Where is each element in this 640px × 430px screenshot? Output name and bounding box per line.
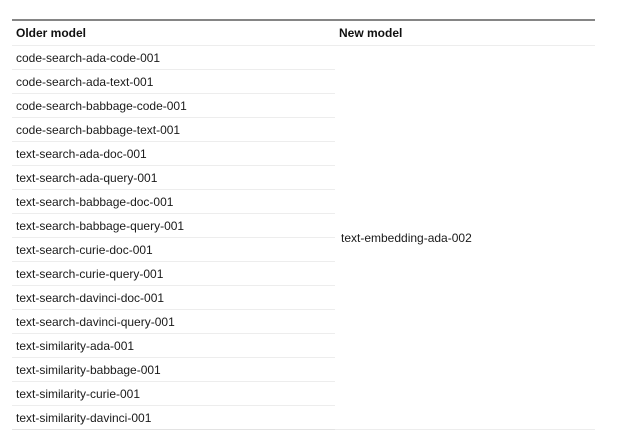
older-model-name: text-search-curie-doc-001 [12, 237, 335, 262]
table-row: code-search-babbage-text-001 [12, 117, 595, 142]
older-model-name: text-search-babbage-doc-001 [12, 189, 335, 214]
column-header-new-model: New model [335, 20, 595, 46]
older-model-name: text-similarity-davinci-001 [12, 405, 335, 430]
older-model-name: code-search-ada-code-001 [12, 45, 335, 70]
older-model-name: text-search-ada-query-001 [12, 165, 335, 190]
table-row: text-search-ada-doc-001 [12, 141, 595, 166]
table-row: text-search-davinci-query-001 [12, 309, 595, 334]
table-body: code-search-ada-code-001 text-embedding-… [12, 45, 595, 430]
table-row: code-search-ada-text-001 [12, 69, 595, 94]
older-model-name: text-search-babbage-query-001 [12, 213, 335, 238]
table-row: text-search-davinci-doc-001 [12, 285, 595, 310]
model-comparison-table: Older model New model code-search-ada-co… [12, 19, 595, 430]
table-row: text-similarity-babbage-001 [12, 357, 595, 382]
older-model-name: text-search-curie-query-001 [12, 261, 335, 286]
table-row: text-similarity-ada-001 [12, 333, 595, 358]
table-row: code-search-ada-code-001 text-embedding-… [12, 45, 595, 430]
older-model-name: code-search-ada-text-001 [12, 69, 335, 94]
table-row: text-search-babbage-doc-001 [12, 189, 595, 214]
new-model-name: text-embedding-ada-002 [335, 45, 595, 430]
older-model-name: text-similarity-curie-001 [12, 381, 335, 406]
table-row: code-search-babbage-code-001 [12, 93, 595, 118]
table-row: text-search-babbage-query-001 [12, 213, 595, 238]
older-model-name: text-search-ada-doc-001 [12, 141, 335, 166]
table-row: text-search-curie-query-001 [12, 261, 595, 286]
table-header-row: Older model New model [12, 20, 595, 46]
older-model-name: text-search-davinci-query-001 [12, 309, 335, 334]
older-model-name: text-similarity-babbage-001 [12, 357, 335, 382]
table-row: text-search-ada-query-001 [12, 165, 595, 190]
table-row: text-search-curie-doc-001 [12, 237, 595, 262]
older-model-name: code-search-babbage-code-001 [12, 93, 335, 118]
older-model-name: text-search-davinci-doc-001 [12, 285, 335, 310]
table-header: Older model New model [12, 20, 595, 46]
column-header-older-model: Older model [12, 20, 335, 46]
older-model-name: text-similarity-ada-001 [12, 333, 335, 358]
older-model-name: code-search-babbage-text-001 [12, 117, 335, 142]
table-row: text-similarity-curie-001 [12, 381, 595, 406]
